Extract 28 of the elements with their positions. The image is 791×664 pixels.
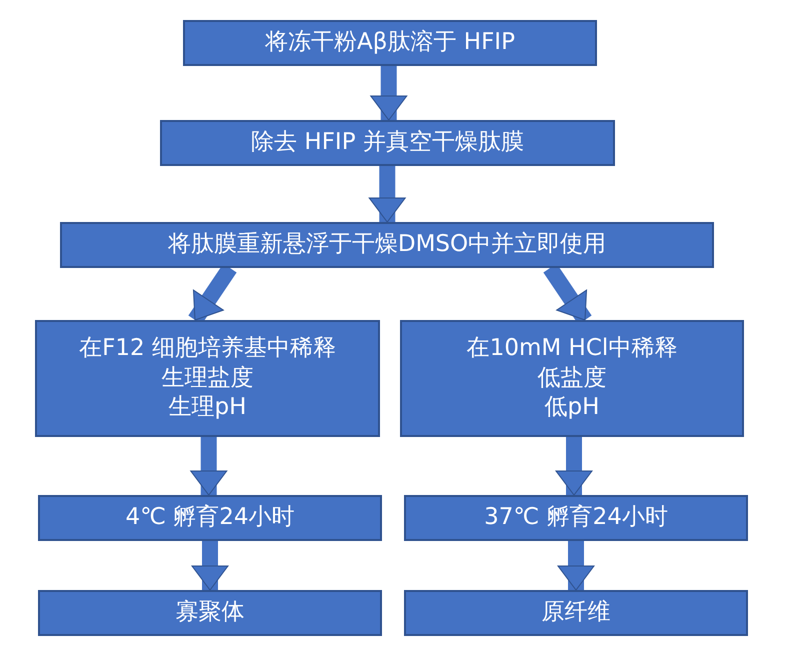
- arrow: [556, 437, 592, 496]
- step-text: 原纤维: [542, 598, 610, 628]
- process-box: [404, 495, 748, 541]
- step-text: 37℃ 孵育24小时: [484, 503, 668, 532]
- process-box: [183, 20, 597, 66]
- process-box: [160, 120, 615, 166]
- process-box: [35, 320, 380, 437]
- step-text: 在F12 细胞培养基中稀释: [79, 334, 336, 363]
- step-text: 4℃ 孵育24小时: [125, 503, 295, 532]
- process-box: [400, 320, 744, 437]
- step-text: 将冻干粉Aβ肽溶于 HFIP: [265, 28, 515, 58]
- step-text: 低pH: [544, 393, 600, 422]
- arrow: [192, 541, 228, 590]
- arrow: [558, 541, 594, 590]
- process-box: [38, 590, 382, 636]
- process-box: [38, 495, 382, 541]
- step-text: 将肽膜重新悬浮于干燥DMSO中并立即使用: [168, 230, 606, 260]
- step-text: 生理pH: [168, 393, 246, 422]
- step-text: 在10mM HCl中稀释: [466, 334, 678, 363]
- step-text: 除去 HFIP 并真空干燥肽膜: [251, 128, 524, 158]
- process-box: [404, 590, 748, 636]
- step-text: 生理盐度: [162, 364, 254, 393]
- arrow: [368, 166, 406, 222]
- arrow: [370, 66, 408, 120]
- arrow: [190, 437, 228, 496]
- step-text: 低盐度: [538, 364, 606, 393]
- step-text: 寡聚体: [176, 598, 244, 628]
- process-box: [60, 222, 714, 268]
